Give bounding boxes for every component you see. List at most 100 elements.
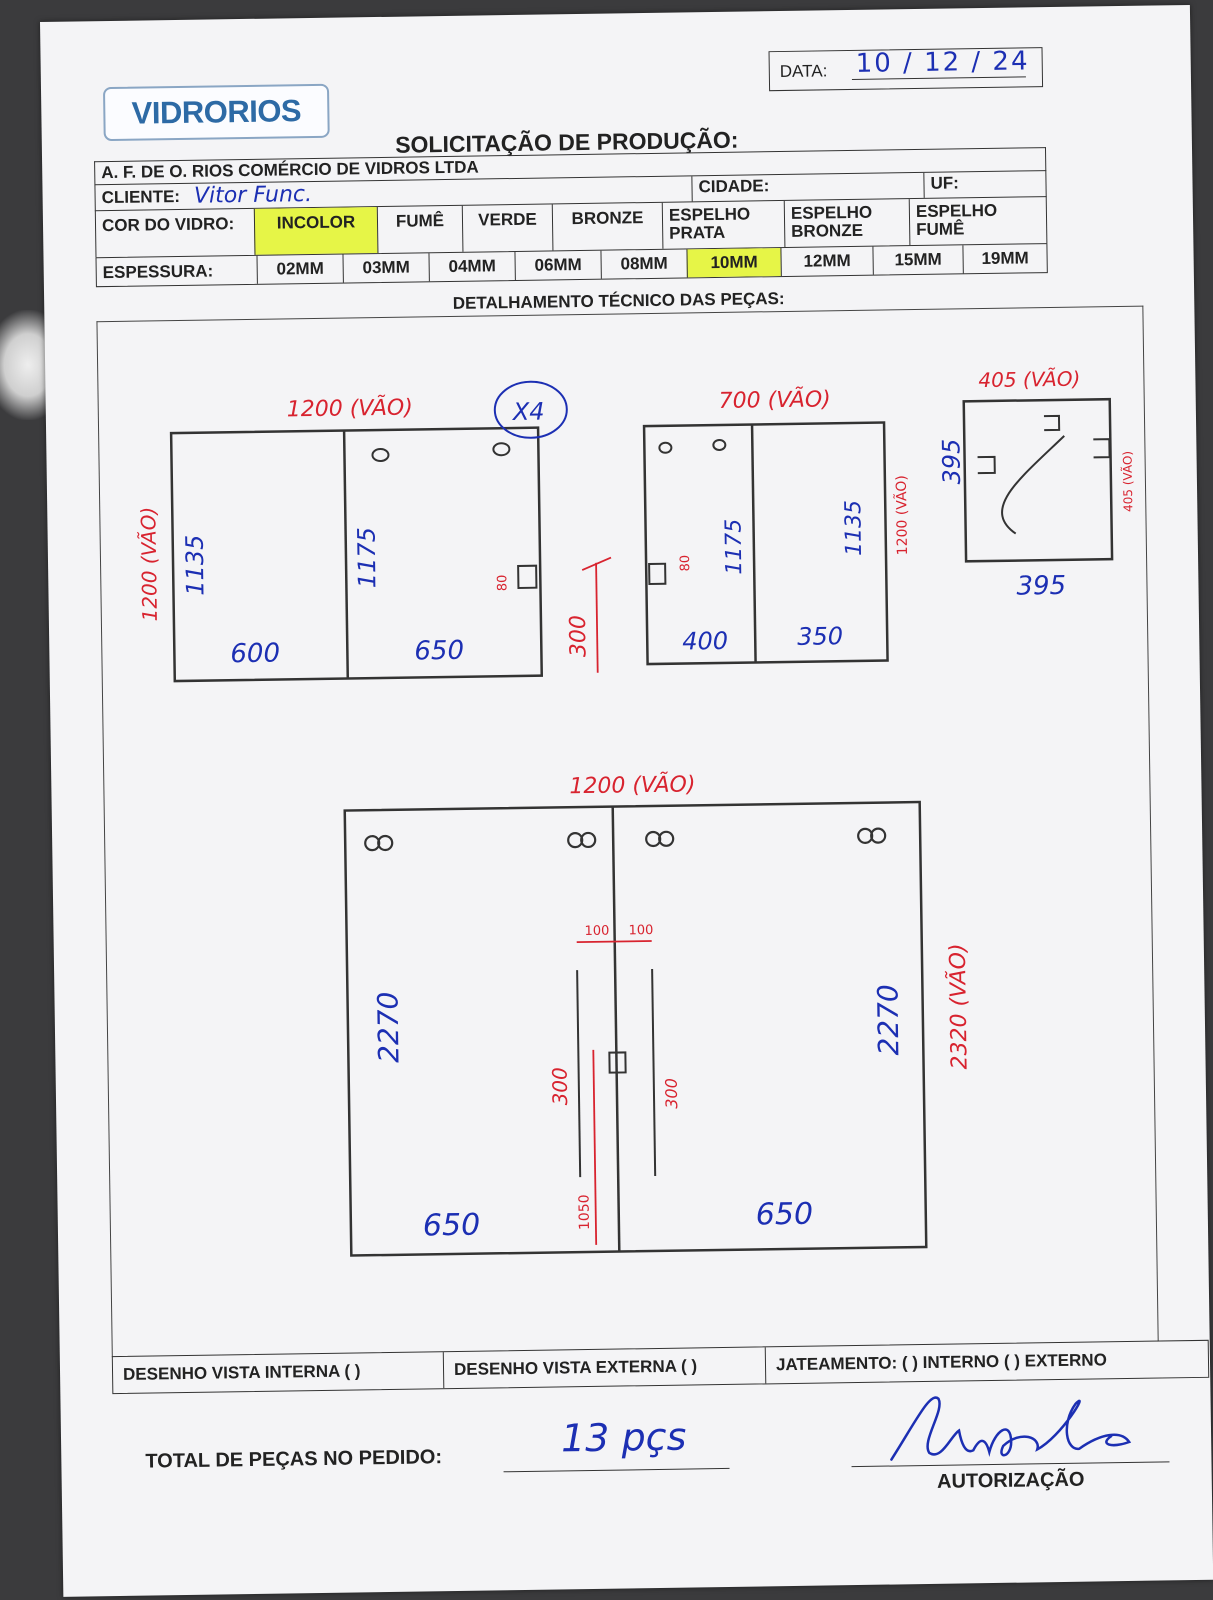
piece-2-lock [648,562,667,586]
thickness-08mm[interactable]: 08MM [600,249,687,279]
piece-2-width-vao: 700 (VÃO) [718,385,830,414]
logo-text: VIDRORIOS [131,93,302,131]
piece-1-count: X4 [511,398,545,426]
authorization-label: AUTORIZAÇÃO [936,1468,1085,1493]
piece-3-hinge-1 [977,455,996,475]
piece-1-width-vao: 1200 (VÃO) [287,394,413,423]
thickness-12mm[interactable]: 12MM [780,246,873,277]
piece-4-left-width: 650 [423,1208,481,1244]
production-request-sheet: VIDRORIOS DATA: 10 / 12 / 24 SOLICITAÇÃO… [40,4,1213,1597]
thickness-02mm[interactable]: 02MM [256,254,343,284]
hinge-mark-1b [377,834,394,852]
piece-4-red-dims [576,940,652,1245]
piece-1-hole-2 [492,442,511,457]
hinge-mark-2b [580,831,597,849]
piece-3-swing [1001,435,1065,535]
external-view-option[interactable]: DESENHO VISTA EXTERNA ( ) [442,1347,766,1389]
dim-300-marker [581,556,612,673]
color-option-espelho-fume[interactable]: ESPELHO FUMÊ [908,197,1046,246]
piece-1-left-height: 1135 [181,534,210,595]
hinge-mark-4b [870,827,887,844]
piece-3-width-vao: 405 (VÃO) [978,367,1080,393]
piece-4-handle-right-dim: 100 [628,923,653,938]
piece-1-divider [342,430,350,679]
piece-2 [642,421,889,666]
total-pieces-line [503,1467,730,1473]
color-option-espelho-prata[interactable]: ESPELHO PRATA [661,200,785,249]
total-pieces-label: TOTAL DE PEÇAS NO PEDIDO: [145,1446,443,1473]
thickness-15mm[interactable]: 15MM [872,245,963,275]
thickness-06mm[interactable]: 06MM [514,250,601,280]
piece-2-height-vao: 1200 (VÃO) [893,475,911,555]
piece-1-count-circle [493,380,568,439]
piece-1 [169,380,568,683]
dim-300: 300 [566,615,592,657]
piece-1-height-vao: 1200 (VÃO) [136,507,162,622]
piece-4-left-height: 2270 [371,991,405,1063]
city-label: CIDADE: [691,172,924,202]
piece-1-hole-dim: 80 [495,575,510,592]
piece-4-right-width: 650 [756,1197,814,1233]
piece-3-hinge-3 [1093,438,1111,459]
date-label: DATA: [779,61,828,82]
piece-4-handle-right [651,969,657,1177]
thickness-04mm[interactable]: 04MM [428,251,515,282]
floor-dim-line [592,1049,598,1245]
dim-300-line [595,562,599,673]
color-option-incolor[interactable]: INCOLOR [253,207,378,255]
piece-4-frame [343,800,928,1257]
thickness-19mm[interactable]: 19MM [962,244,1047,274]
piece-2-hole-1 [658,441,673,454]
order-form: A. F. DE O. RIOS COMÉRCIO DE VIDROS LTDA… [94,147,1048,288]
signature [890,1396,1132,1461]
piece-4-height-vao: 2320 (VÃO) [944,943,973,1069]
piece-4-handle-left-dim: 100 [584,924,609,939]
piece-2-right-width: 350 [797,622,843,651]
date-box: DATA: 10 / 12 / 24 [768,46,1044,92]
piece-3-hinge-2 [1043,414,1061,432]
piece-2-left-height: 1175 [721,519,747,575]
signature-stroke [890,1396,1132,1461]
color-option-bronze[interactable]: BRONZE [551,202,663,251]
piece-3 [962,397,1114,563]
uf-label: UF: [923,171,1045,198]
thickness-label: ESPESSURA: [102,261,214,283]
color-label: COR DO VIDRO: [101,214,235,236]
internal-view-option[interactable]: DESENHO VISTA INTERNA ( ) [122,1361,361,1384]
piece-2-hole-2 [712,438,727,451]
piece-1-hole [371,447,390,462]
piece-3-frame [962,397,1114,563]
technical-drawing-area: 1200 (VÃO) X4 1200 (VÃO) 1135 1175 600 6… [96,305,1159,1358]
piece-4-right-height: 2270 [871,984,905,1056]
date-value: 10 / 12 / 24 [855,46,1030,79]
piece-2-frame [642,421,889,666]
piece-4-hinge-marks [364,827,887,852]
piece-3-width: 395 [1016,571,1066,602]
piece-4-width-vao: 1200 (VÃO) [569,770,695,799]
piece-1-frame [169,426,544,683]
handle-width-line [576,940,652,944]
piece-1-right-height: 1175 [353,527,382,588]
piece-4-handle-height-right: 300 [662,1078,681,1109]
piece-2-hole-dim: 80 [678,555,693,572]
piece-4-floor-dim: 1050 [576,1194,593,1230]
color-option-verde[interactable]: VERDE [461,204,553,252]
piece-2-right-height: 1135 [841,500,867,556]
piece-2-divider [750,424,757,663]
total-pieces-value: 13 pçs [560,1414,687,1461]
thickness-10mm[interactable]: 10MM [686,248,781,278]
piece-4-lock [608,1051,627,1074]
piece-4-handle-height-left: 300 [548,1067,573,1106]
piece-4 [343,800,928,1257]
piece-1-left-width: 600 [230,639,280,670]
thickness-03mm[interactable]: 03MM [342,253,429,283]
piece-2-left-width: 400 [682,627,728,656]
piece-4-divider [611,806,621,1252]
piece-3-height: 395 [937,439,966,485]
dim-300-tick [581,556,612,571]
client-label: CLIENTE: [101,186,181,207]
hinge-mark-3b [658,830,675,847]
technical-drawing: 1200 (VÃO) X4 1200 (VÃO) 1135 1175 600 6… [136,367,1135,1257]
color-option-espelho-bronze[interactable]: ESPELHO BRONZE [783,199,910,247]
color-option-fume[interactable]: FUMÊ [376,205,463,254]
